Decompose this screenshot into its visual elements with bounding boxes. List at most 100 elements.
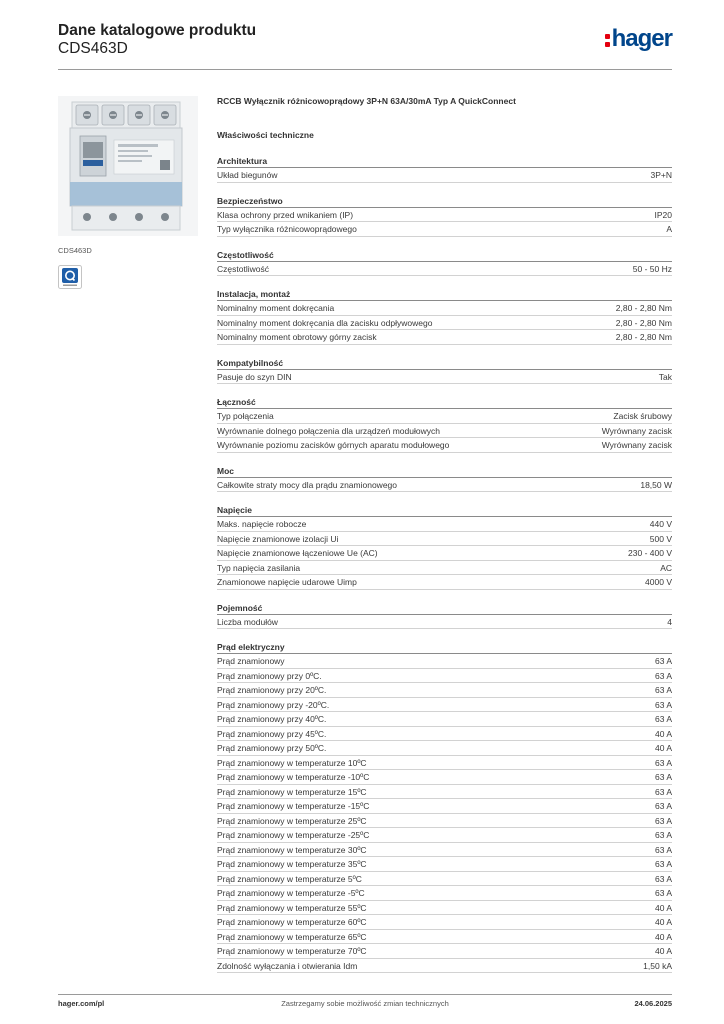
spec-label: Prąd znamionowy w temperaturze -25ºC	[217, 830, 370, 840]
spec-value: 230 - 400 V	[628, 548, 672, 558]
spec-value: 4	[667, 616, 672, 627]
spec-group-title: Kompatybilność	[217, 356, 672, 370]
spec-group-title: Pojemność	[217, 601, 672, 615]
spec-value: 40 A	[654, 946, 672, 956]
spec-value: 63 A	[654, 844, 672, 855]
spec-row: Prąd znamionowy w temperaturze 30ºC 63 A	[217, 843, 672, 857]
spec-row: Prąd znamionowy w temperaturze 15ºC 63 A	[217, 785, 672, 799]
spec-row: Napięcie znamionowe łączeniowe Ue (AC) 23…	[217, 546, 672, 561]
spec-label: Prąd znamionowy w temperaturze -15ºC	[217, 801, 370, 811]
spec-value: 63 A	[654, 699, 672, 710]
spec-row: Prąd znamionowy przy 20ºC. 63 A	[217, 683, 672, 698]
spec-group-title: Moc	[217, 464, 672, 478]
spec-value: 50 - 50 Hz	[632, 263, 672, 274]
spec-label: Prąd znamionowy w temperaturze -5ºC	[217, 888, 365, 898]
spec-group-title: Częstotliwość	[217, 248, 672, 262]
spec-label: Maks. napięcie robocze	[217, 519, 307, 529]
footer-website: hager.com/pl	[58, 999, 105, 1008]
spec-value: 40 A	[654, 917, 672, 927]
spec-label: Typ wyłącznika różnicowoprądowego	[217, 224, 357, 234]
spec-row: Pasuje do szyn DIN Tak	[217, 370, 672, 384]
document-subtitle: CDS463D	[58, 40, 128, 57]
spec-label: Nominalny moment dokręcania dla zacisku …	[217, 317, 433, 328]
spec-value: 40 A	[654, 931, 672, 942]
spec-label: Klasa ochrony przed wnikaniem (IP)	[217, 209, 354, 220]
spec-value: 63 A	[654, 772, 672, 782]
spec-label: Prąd znamionowy w temperaturze 30ºC	[217, 844, 367, 855]
spec-row: Klasa ochrony przed wnikaniem (IP) IP20	[217, 208, 673, 222]
spec-label: Prąd znamionowy w temperaturze 35ºC	[217, 859, 367, 869]
spec-row: Nominalny moment dokręcania 2,80 - 2,80 N…	[217, 301, 672, 316]
spec-label: Typ połączenia	[217, 411, 274, 421]
spec-label: Prąd znamionowy w temperaturze 25ºC	[217, 815, 367, 826]
spec-row: Prąd znamionowy przy -20ºC. 63 A	[217, 698, 672, 712]
spec-row: Częstotliwość 50 - 50 Hz	[217, 262, 672, 276]
spec-label: Prąd znamionowy w temperaturze 55ºC	[217, 902, 367, 913]
spec-value: IP20	[654, 209, 673, 220]
spec-value: 500 V	[649, 533, 672, 544]
spec-label: Prąd znamionowy w temperaturze 5ºC	[217, 873, 362, 884]
spec-label: Prąd znamionowy w temperaturze 10ºC	[217, 757, 367, 768]
spec-value: 40 A	[654, 902, 672, 913]
spec-value: 63 A	[654, 830, 672, 840]
spec-value: 2,80 - 2,80 Nm	[615, 303, 672, 313]
spec-label: Napięcie znamionowe łączeniowe Ue (AC)	[217, 548, 378, 558]
spec-value: Zacisk śrubowy	[613, 411, 672, 421]
spec-value: 440 V	[649, 519, 672, 529]
spec-label: Prąd znamionowy przy -20ºC.	[217, 699, 330, 710]
spec-label: Prąd znamionowy przy 0ºC.	[217, 670, 322, 681]
footer-disclaimer: Zastrzegamy sobie możliwość zmian techni…	[281, 999, 449, 1008]
spec-row: Prąd znamionowy w temperaturze 55ºC 40 A	[217, 901, 672, 915]
spec-value: 63 A	[654, 685, 672, 695]
spec-value: 18,50 W	[640, 479, 672, 490]
spec-value: AC	[660, 562, 672, 573]
spec-row: Prąd znamionowy w temperaturze 10ºC 63 A	[217, 756, 672, 770]
spec-value: 3P+N	[650, 170, 673, 180]
spec-value: A	[666, 224, 672, 234]
spec-label: Wyrównanie poziomu zacisków górnych apar…	[217, 440, 450, 450]
spec-row: Wyrównanie dolnego połączenia dla urządz…	[217, 424, 672, 438]
document-title: Dane katalogowe produktu	[58, 22, 257, 39]
footer-date: 24.06.2025	[634, 999, 672, 1008]
spec-value: Tak	[658, 371, 672, 382]
spec-label: Liczba modułów	[217, 616, 278, 627]
spec-label: Prąd znamionowy w temperaturze 70ºC	[217, 946, 367, 956]
spec-label: Zdolność wyłączania i otwierania Idm	[217, 960, 358, 971]
logo-colon-icon	[604, 32, 612, 48]
spec-row: Wyrównanie poziomu zacisków górnych apar…	[217, 438, 672, 453]
page-header: Dane katalogowe produktu CDS463D hager	[58, 22, 673, 70]
spec-label: Pasuje do szyn DIN	[217, 371, 292, 382]
spec-label: Nominalny moment dokręcania	[217, 303, 335, 313]
spec-label: Prąd znamionowy w temperaturze 15ºC	[217, 786, 367, 797]
spec-label: Prąd znamionowy przy 40ºC.	[217, 714, 327, 724]
spec-row: Maks. napięcie robocze 440 V	[217, 517, 672, 532]
spec-label: Wyrównanie dolnego połączenia dla urządz…	[217, 425, 440, 436]
spec-label: Prąd znamionowy przy 45ºC.	[217, 728, 327, 739]
spec-value: 63 A	[654, 757, 672, 768]
spec-label: Prąd znamionowy przy 20ºC.	[217, 685, 327, 695]
spec-value: 2,80 - 2,80 Nm	[615, 317, 672, 328]
spec-label: Częstotliwość	[217, 263, 269, 274]
spec-value: 63 A	[654, 786, 672, 797]
spec-group-title: Architektura	[217, 154, 672, 168]
spec-group-title: Prąd elektryczny	[217, 640, 672, 654]
logo-text: hager	[611, 25, 673, 52]
product-image-caption: CDS463D	[58, 246, 92, 255]
spec-label: Nominalny moment obrotowy górny zacisk	[217, 332, 377, 342]
spec-row: Całkowite straty mocy dla prądu znamiono…	[217, 478, 672, 492]
spec-row: Typ połączenia Zacisk śrubowy	[217, 409, 672, 424]
spec-label: Znamionowe napięcie udarowe Uimp	[217, 577, 357, 587]
spec-value: 4000 V	[645, 577, 672, 587]
product-sidebar: CDS463D	[58, 96, 198, 289]
